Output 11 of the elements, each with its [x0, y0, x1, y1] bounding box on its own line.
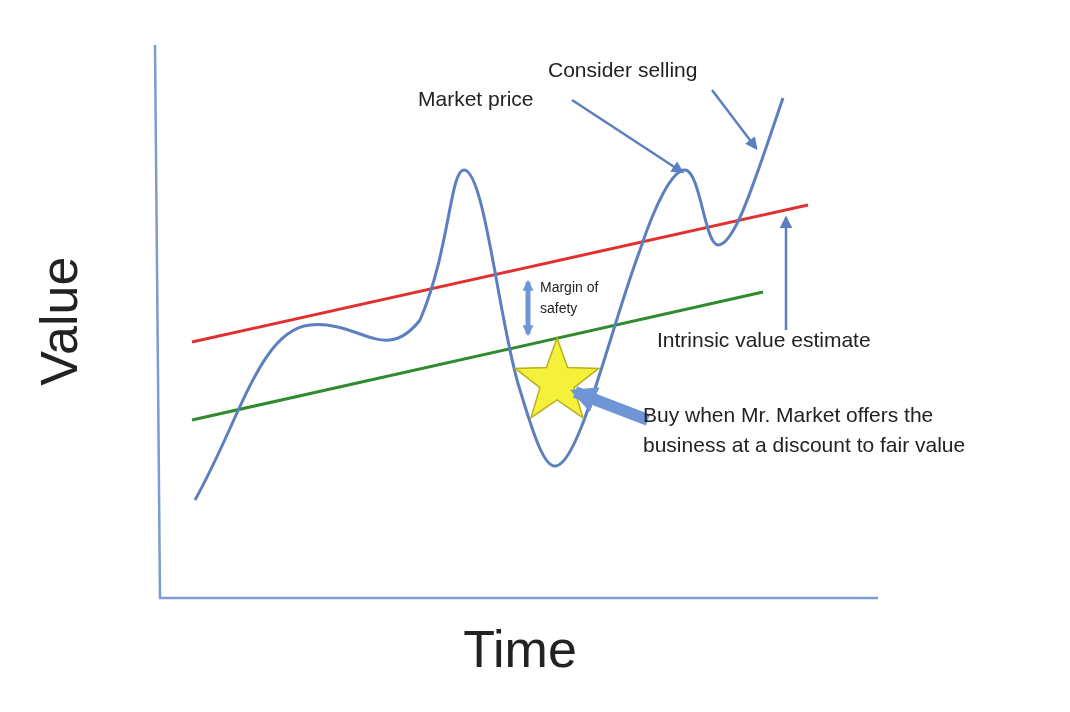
callout-text: Intrinsic value estimate [657, 327, 872, 353]
leader-arrow [779, 215, 793, 330]
callout-text: Consider selling [548, 57, 699, 83]
leader-arrow [571, 98, 685, 174]
block-arrow [570, 386, 651, 426]
axis-title: Value [29, 256, 90, 386]
callout-text: Buy when Mr. Market offers the business at a discount to fair value [643, 402, 967, 458]
annotation-text: Margin of safety [540, 278, 600, 318]
axis-title: Time [462, 619, 578, 680]
leader-arrow [711, 89, 758, 150]
callout-text: Market price [418, 86, 535, 112]
